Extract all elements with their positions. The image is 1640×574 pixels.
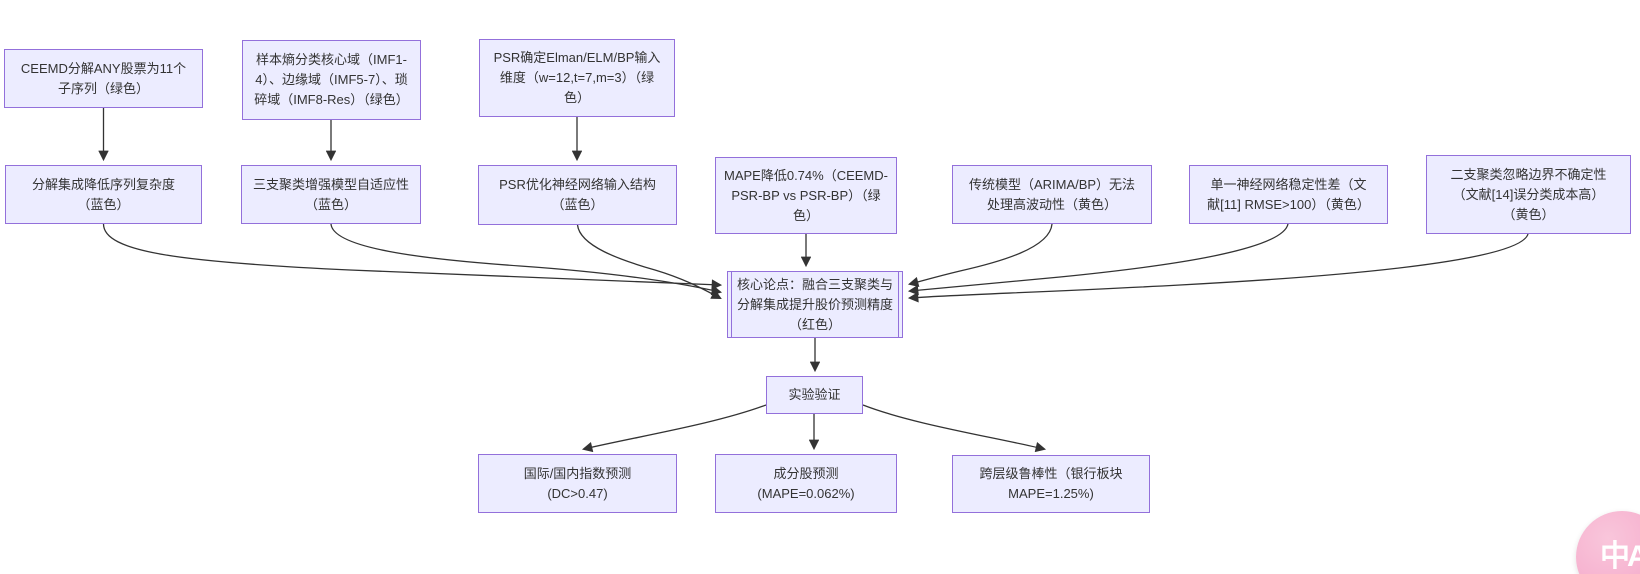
node-psr-input-dimension: PSR确定Elman/ELM/BP输入 维度（w=12,t=7,m=3）（绿 色… [479,39,675,117]
node-ceemd-decompose: CEEMD分解ANY股票为11个 子序列（绿色） [4,49,203,108]
subroutine-right-line [898,272,899,337]
node-experiment-validation: 实验验证 [766,376,863,414]
edge-trad-core [907,223,1053,288]
node-sample-entropy: 样本熵分类核心域（IMF1- 4）、边缘域（IMF5-7）、琐 碎域（IMF8-… [242,40,421,120]
edge-psropt-core [576,224,722,299]
node-three-way-clustering: 三支聚类增强模型自适应性 （蓝色） [241,165,421,224]
translate-floating-button[interactable]: 中A [1576,511,1640,574]
edge-twoway-core [907,233,1529,303]
node-core-argument: 核心论点：融合三支聚类与 分解集成提升股价预测精度 （红色） [727,271,903,338]
node-psr-optimization: PSR优化神经网络输入结构 （蓝色） [478,165,677,225]
edge-exp-robust [862,404,1047,453]
edge-decomp-core [102,223,723,290]
node-index-prediction: 国际/国内指数预测 (DC>0.47) [478,454,677,513]
edge-singlenn-core [907,223,1289,296]
edge-exp-index [581,404,767,453]
node-mape-reduction: MAPE降低0.74%（CEEMD- PSR-BP vs PSR-BP）（绿 色… [715,157,897,234]
node-constituent-prediction: 成分股预测 (MAPE=0.062%) [715,454,897,513]
node-single-nn-instability: 单一神经网络稳定性差（文 献[11] RMSE>100）（黄色） [1189,165,1388,224]
subroutine-left-line [731,272,732,337]
node-two-way-clustering-limit: 二支聚类忽略边界不确定性 （文献[14]误分类成本高） （黄色） [1426,155,1631,234]
translate-icon: 中A [1600,540,1640,573]
node-traditional-model-limit: 传统模型（ARIMA/BP）无法 处理高波动性（黄色） [952,165,1152,224]
core-argument-label: 核心论点：融合三支聚类与 分解集成提升股价预测精度 （红色） [736,276,893,332]
edge-threeway-core [330,223,723,296]
node-cross-level-robustness: 跨层级鲁棒性（银行板块 MAPE=1.25%) [952,455,1150,513]
node-decomposition-benefit: 分解集成降低序列复杂度 （蓝色） [5,165,202,224]
